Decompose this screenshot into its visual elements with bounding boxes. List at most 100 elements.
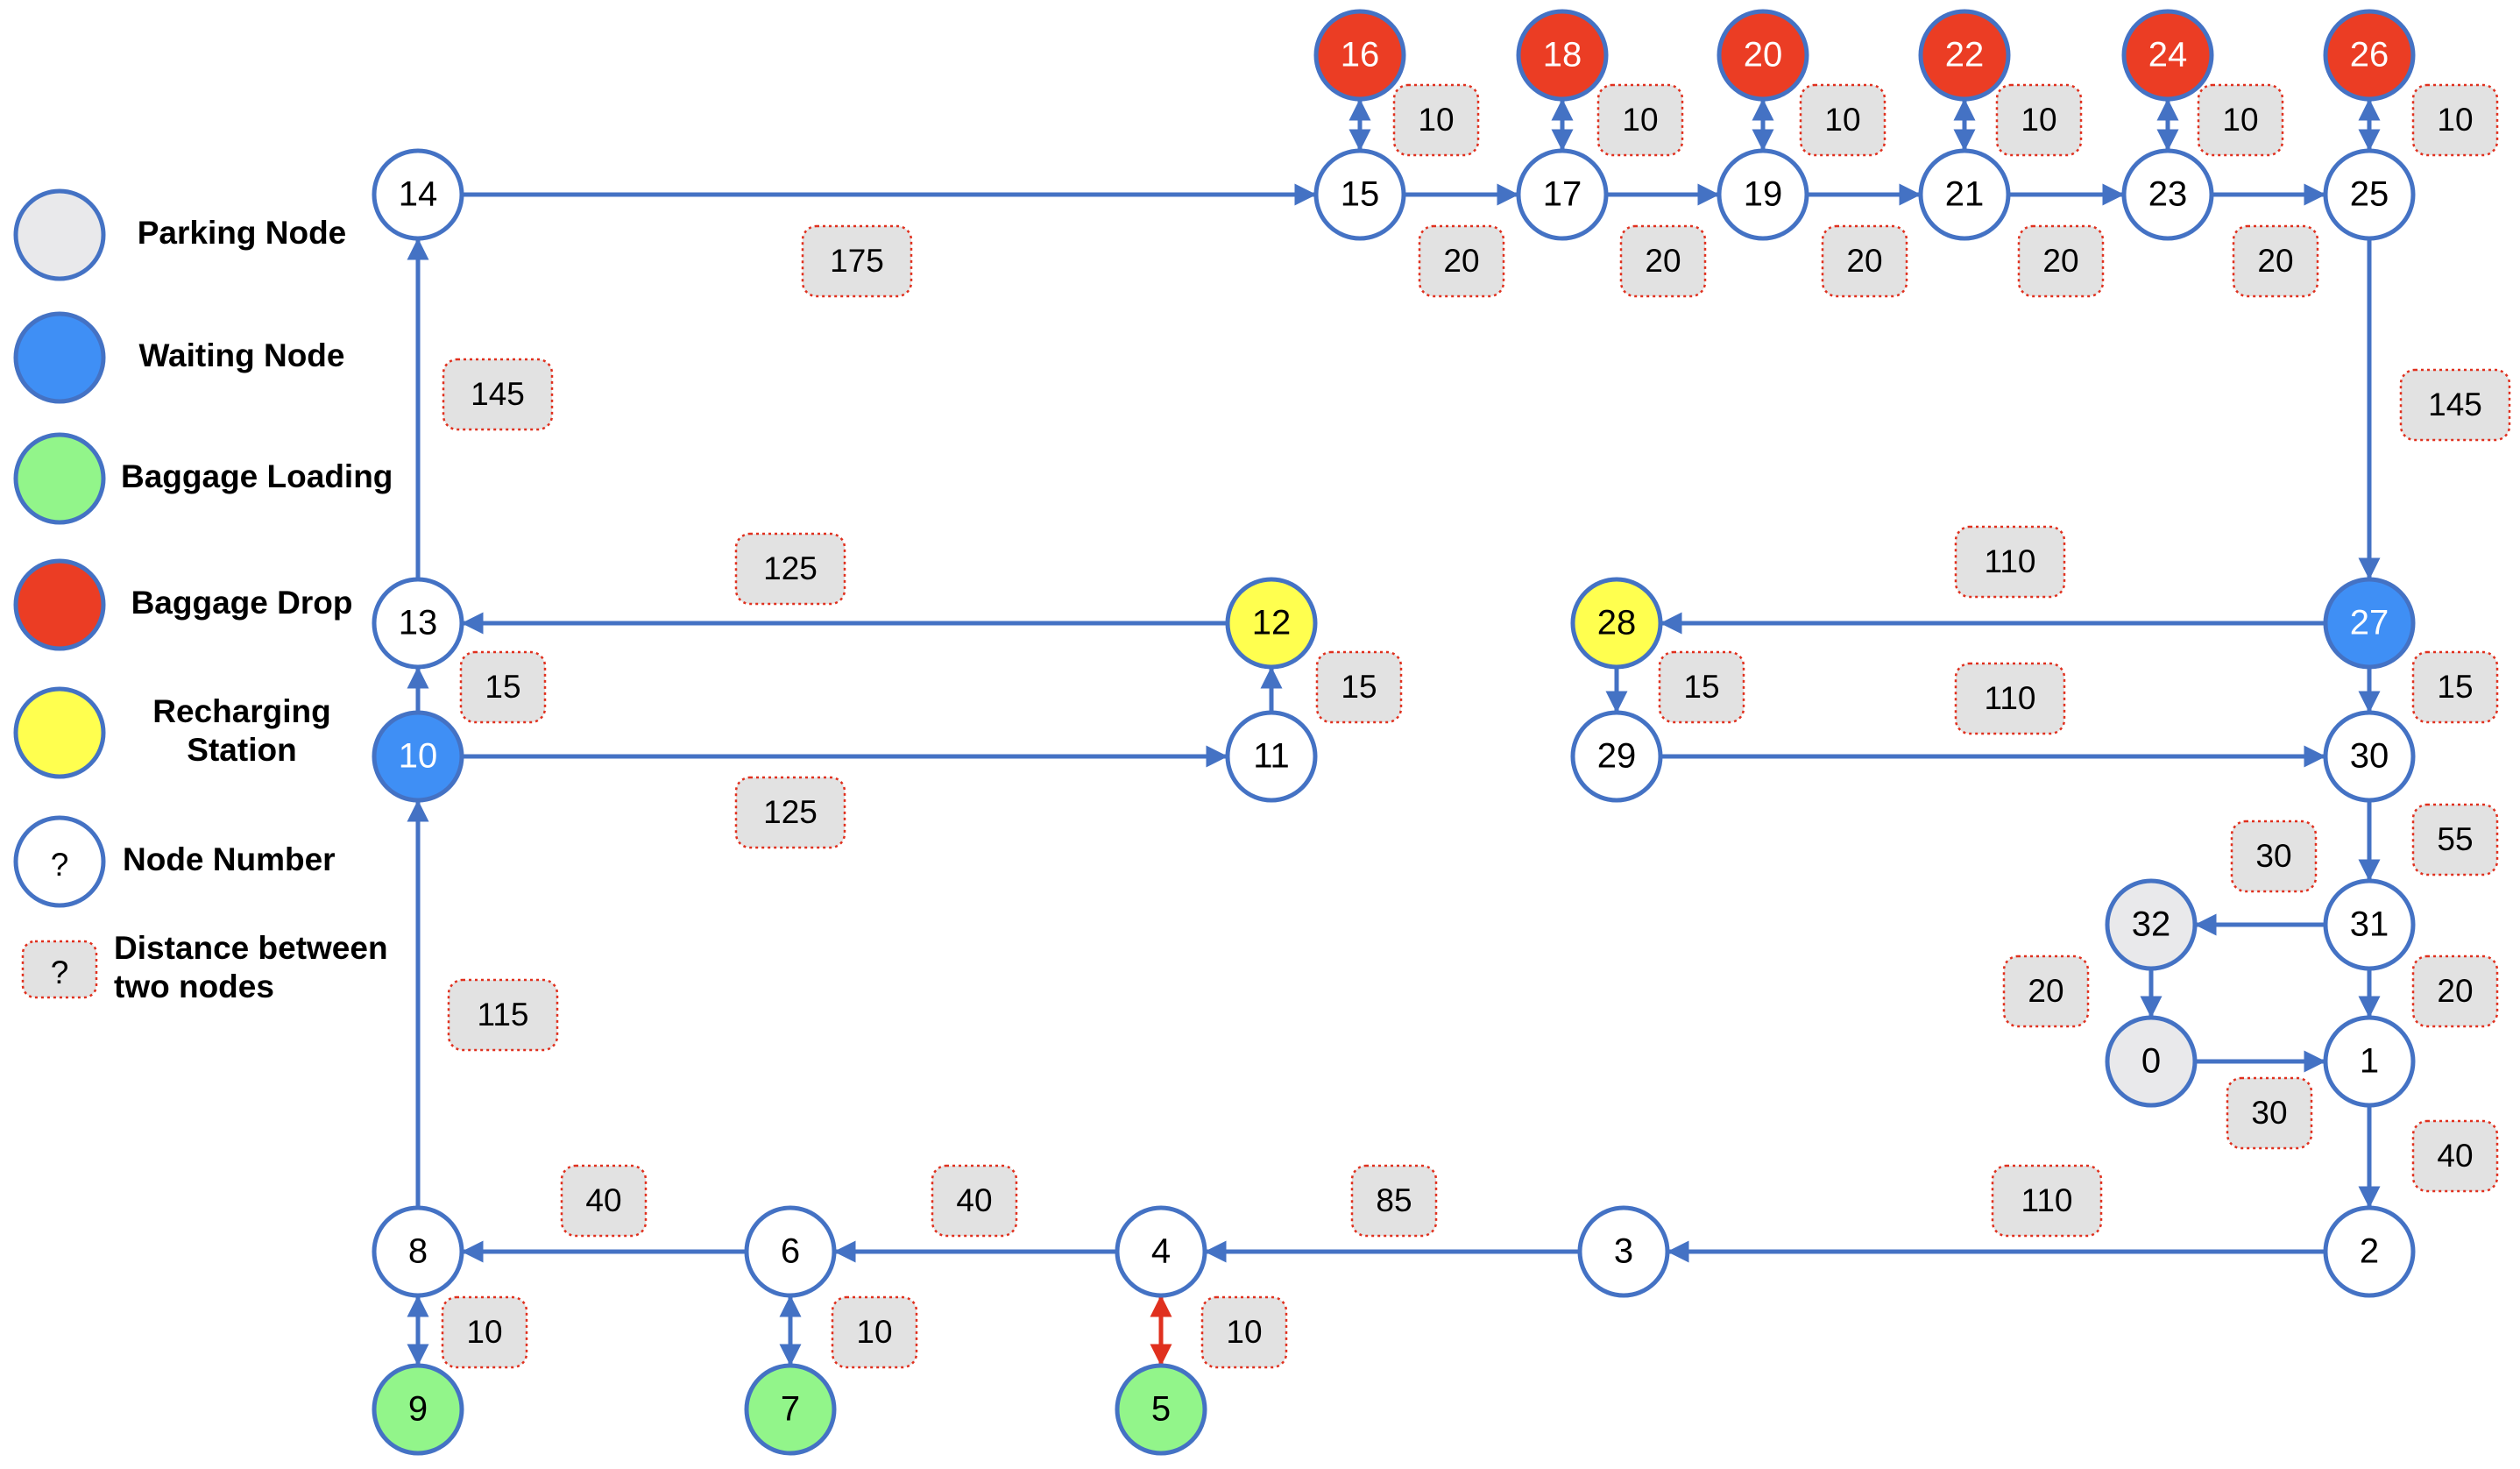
node-number: 18 [1543,36,1582,75]
distance-box [2197,83,2284,157]
node-number: 3 [1614,1232,1633,1271]
node-29: 29 [1570,710,1663,803]
distance-label-19-20: 10 [1799,83,1886,157]
node-number: 13 [399,604,438,642]
node-18: 18 [1516,9,1609,102]
node-7: 7 [744,1363,837,1456]
node-circle-drop [2323,9,2416,102]
legend-loading-swatch [13,432,106,525]
distance-box [1350,1164,1438,1238]
node-5: 5 [1115,1363,1207,1456]
legend-parking-swatch [13,188,106,281]
distance-label-17-18: 10 [1596,83,1684,157]
distance-label-23-25: 20 [2232,224,2319,298]
node-20: 20 [1717,9,1809,102]
distance-value: 40 [585,1182,621,1218]
distance-value: 125 [763,550,818,586]
distance-value: 110 [2021,1182,2073,1218]
node-number: 1 [2360,1042,2379,1081]
distance-label-10-11: 125 [734,776,846,849]
distance-box [2226,1076,2313,1150]
node-circle-plain [2121,148,2214,241]
node-number: 32 [2132,905,2171,944]
node-number: 10 [399,737,438,776]
node-circle-plain [2323,1205,2416,1298]
distance-label-32-0: 20 [2002,954,2090,1028]
distance-value: 10 [2021,102,2056,138]
legend-label: two nodes [114,969,274,1004]
node-number: 28 [1597,604,1637,642]
legend-symbol: ? [51,954,69,990]
node-number: 11 [1253,737,1290,776]
distance-label-23-24: 10 [2197,83,2284,157]
node-17: 17 [1516,148,1609,241]
node-circle-plain [2323,1015,2416,1108]
node-number: 25 [2350,175,2389,214]
node-circle-loading [1115,1363,1207,1456]
node-circle-waiting [2323,577,2416,670]
distance-label-27-30: 15 [2411,650,2499,724]
node-25: 25 [2323,148,2416,241]
node-circle-drop [2121,9,2214,102]
distance-label-0-1: 30 [2226,1076,2313,1150]
node-16: 16 [1313,9,1406,102]
legend-label: Node Number [123,841,336,877]
node-number: 31 [2350,905,2389,944]
node-6: 6 [744,1205,837,1298]
node-number: 30 [2350,737,2389,776]
node-circle-loading [372,1363,464,1456]
distance-value: 30 [2255,838,2291,874]
distance-label-6-7: 10 [831,1295,918,1369]
legend-plain-swatch [13,815,106,908]
distance-label-15-16: 10 [1392,83,1480,157]
node-circle-plain [1717,148,1809,241]
distance-value: 115 [478,997,529,1033]
distance-box [1991,1164,2103,1238]
legend-symbol: ? [51,847,69,883]
node-circle-plain [1313,148,1406,241]
legend-label: Station [187,732,296,768]
legend-item-drop: Baggage Drop [13,558,353,651]
node-28: 28 [1570,577,1663,670]
node-14: 14 [372,148,464,241]
node-26: 26 [2323,9,2416,102]
node-number: 16 [1341,36,1380,75]
distance-label-31-32: 30 [2230,820,2318,893]
legend-label: Baggage Drop [131,585,353,621]
node-circle-plain [2323,878,2416,971]
distance-box [1200,1295,1288,1369]
distance-value: 10 [2437,102,2473,138]
legend-label: Distance between [114,930,388,966]
node-circle-plain [1516,148,1609,241]
edges [407,98,2381,1366]
node-number: 9 [408,1390,428,1429]
node-circle-plain [1225,710,1318,803]
distance-value: 20 [1846,243,1882,279]
distance-box [459,650,547,724]
node-circle-plain [744,1205,837,1298]
distance-label-4-6: 40 [931,1164,1018,1238]
node-circle-recharge [1570,577,1663,670]
node-circle-loading [744,1363,837,1456]
node-0: 0 [2105,1015,2198,1108]
distance-label-2-3: 110 [1991,1164,2103,1238]
node-27: 27 [2323,577,2416,670]
distance-box [1799,83,1886,157]
node-3: 3 [1577,1205,1670,1298]
node-circle-plain [1570,710,1663,803]
node-number: 15 [1341,175,1380,214]
node-23: 23 [2121,148,2214,241]
distance-label-25-27: 145 [2399,368,2511,442]
node-8: 8 [372,1205,464,1298]
node-circle-plain [372,1205,464,1298]
distance-value: 10 [1824,102,1860,138]
node-circle-plain [2323,148,2416,241]
distance-box [1392,83,1480,157]
distance-value: 30 [2251,1095,2287,1131]
node-19: 19 [1717,148,1809,241]
distance-value: 20 [1443,243,1479,279]
distance-box [831,1295,918,1369]
distance-value: 10 [2222,102,2258,138]
distance-label-13-14: 145 [442,358,554,431]
distance-value: 15 [2437,669,2473,705]
